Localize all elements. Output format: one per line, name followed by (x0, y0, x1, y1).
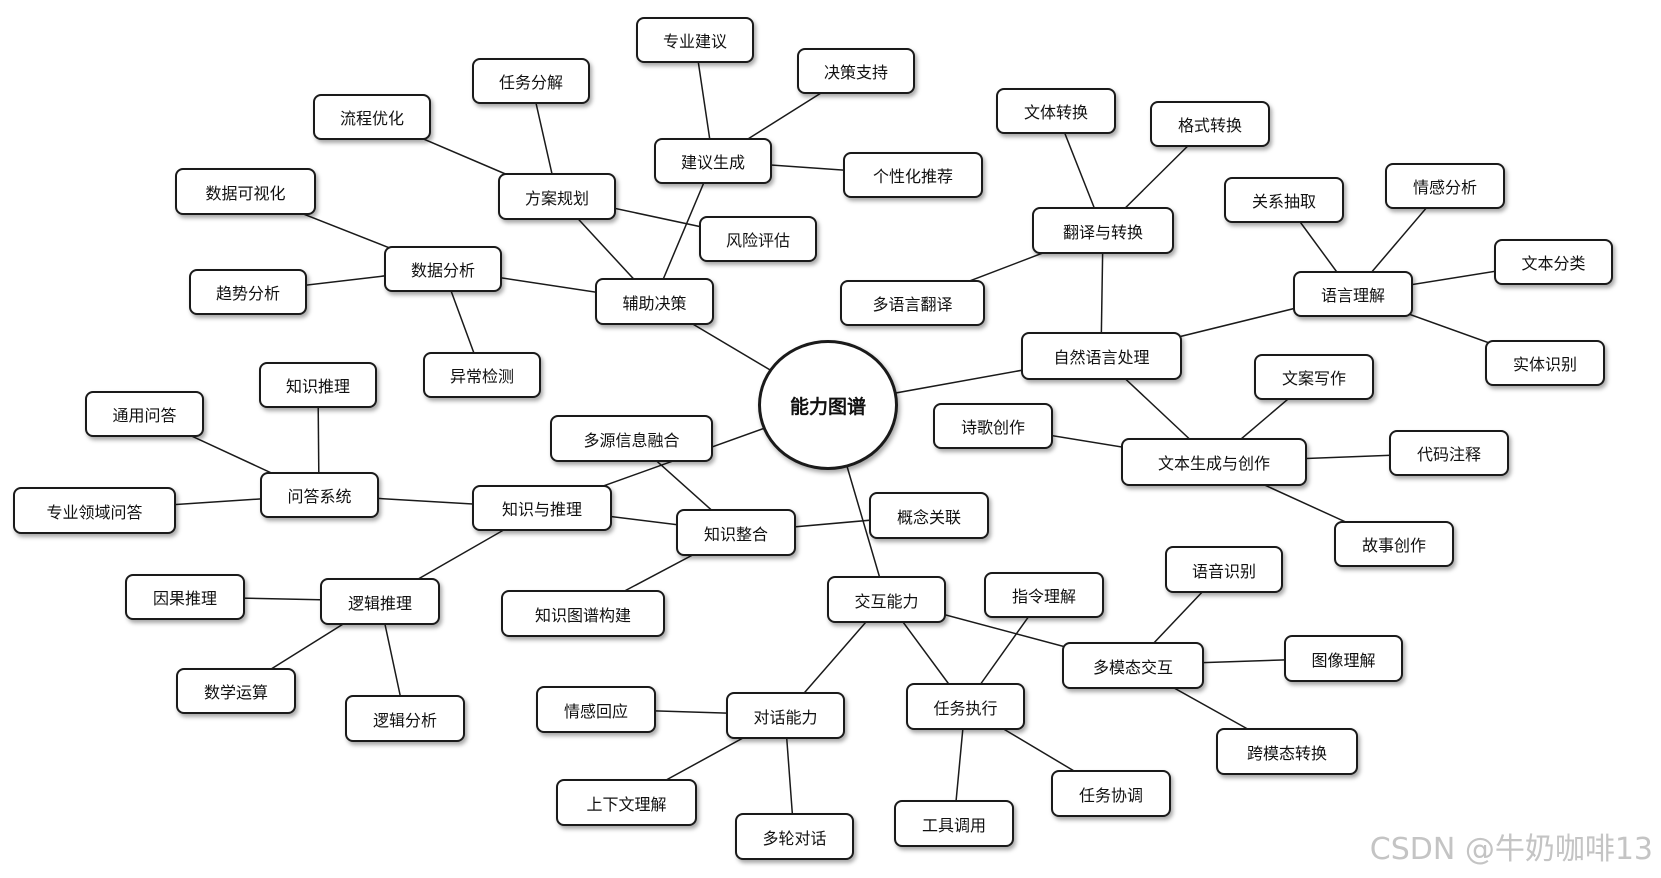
node-risk-assessment: 风险评估 (699, 216, 817, 262)
node-decision-aid: 决策支持 (797, 48, 915, 94)
node-multi-source-fusion: 多源信息融合 (550, 415, 713, 462)
node-context-understanding: 上下文理解 (556, 779, 697, 826)
node-knowledge-integration: 知识整合 (676, 509, 796, 556)
node-interaction-ability: 交互能力 (827, 576, 946, 623)
node-solution-planning: 方案规划 (498, 173, 616, 220)
node-trend-analysis: 趋势分析 (189, 269, 307, 315)
node-entity-recognition: 实体识别 (1485, 340, 1605, 386)
node-knowledge-reasoning: 知识与推理 (472, 485, 612, 531)
node-style-conversion: 文体转换 (996, 88, 1116, 134)
node-domain-qa: 专业领域问答 (13, 487, 176, 534)
node-task-coordination: 任务协调 (1051, 770, 1171, 817)
node-tool-calling: 工具调用 (894, 800, 1014, 847)
node-task-execution: 任务执行 (906, 683, 1025, 730)
node-causal-reasoning: 因果推理 (125, 574, 245, 620)
node-data-visualization: 数据可视化 (175, 168, 316, 215)
node-code-comments: 代码注释 (1389, 430, 1509, 476)
node-cross-modal-conversion: 跨模态转换 (1216, 728, 1358, 775)
node-sentiment-analysis: 情感分析 (1385, 163, 1505, 209)
node-translation-conversion: 翻译与转换 (1032, 207, 1174, 254)
node-nlp: 自然语言处理 (1021, 332, 1182, 380)
node-text-generation: 文本生成与创作 (1121, 438, 1307, 486)
node-multilingual-translation: 多语言翻译 (840, 280, 985, 326)
node-language-understanding: 语言理解 (1293, 271, 1413, 317)
node-multimodal-interaction: 多模态交互 (1062, 642, 1204, 689)
node-poetry: 诗歌创作 (933, 403, 1053, 449)
node-task-decomposition: 任务分解 (472, 58, 590, 104)
node-logic-analysis: 逻辑分析 (345, 695, 465, 742)
node-data-analysis: 数据分析 (384, 246, 502, 292)
node-text-classification: 文本分类 (1494, 239, 1613, 285)
node-relation-extraction: 关系抽取 (1224, 177, 1344, 223)
node-instruction-understanding: 指令理解 (984, 572, 1104, 618)
node-personalized-recommendation: 个性化推荐 (843, 152, 983, 198)
node-knowledge-inference: 知识推理 (259, 362, 377, 408)
center-node: 能力图谱 (758, 340, 898, 470)
connector-line (653, 160, 714, 302)
node-professional-advice: 专业建议 (636, 17, 754, 63)
node-knowledge-graph-building: 知识图谱构建 (501, 590, 665, 637)
node-story-writing: 故事创作 (1334, 521, 1454, 567)
node-concept-association: 概念关联 (869, 492, 989, 539)
node-speech-recognition: 语音识别 (1165, 546, 1283, 593)
node-qa-system: 问答系统 (260, 472, 379, 518)
watermark: CSDN @牛奶咖啡13 (1369, 832, 1653, 867)
node-anomaly-detection: 异常检测 (423, 352, 541, 398)
node-math-operations: 数学运算 (176, 668, 296, 714)
node-logical-reasoning: 逻辑推理 (320, 578, 440, 625)
node-general-qa: 通用问答 (85, 391, 204, 437)
node-process-optimization: 流程优化 (313, 94, 431, 140)
node-decision-support: 辅助决策 (595, 278, 714, 325)
node-suggestion-generation: 建议生成 (654, 138, 772, 184)
node-multi-turn-dialogue: 多轮对话 (735, 813, 854, 860)
node-format-conversion: 格式转换 (1150, 101, 1270, 147)
node-emotional-response: 情感回应 (536, 686, 656, 733)
node-copywriting: 文案写作 (1254, 354, 1374, 400)
node-image-understanding: 图像理解 (1284, 635, 1403, 682)
node-dialogue-ability: 对话能力 (726, 692, 845, 739)
